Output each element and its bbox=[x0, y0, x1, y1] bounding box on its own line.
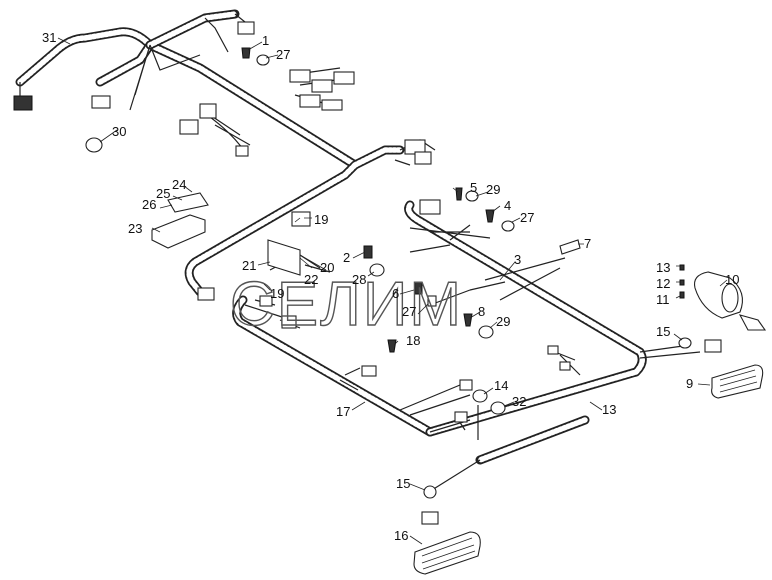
callout-27: 27 bbox=[520, 210, 534, 225]
callout-11: 11 bbox=[656, 292, 670, 307]
callout-29: 29 bbox=[486, 182, 500, 197]
sensor-7 bbox=[559, 239, 581, 255]
cap-27 bbox=[501, 220, 515, 232]
cap-29 bbox=[465, 190, 479, 202]
connector bbox=[235, 145, 249, 157]
callout-25: 25 bbox=[156, 186, 170, 201]
callout-21: 21 bbox=[242, 258, 256, 273]
callout-6: 6 bbox=[392, 286, 399, 301]
sensor-8 bbox=[463, 313, 473, 327]
horn-10 bbox=[693, 271, 767, 331]
bracket-23 bbox=[151, 214, 206, 249]
sensor-1 bbox=[241, 47, 251, 59]
lamp-9 bbox=[711, 364, 764, 399]
callouts: 1 2 3 4 5 6 7 8 9 10 11 12 13 13 14 15 1… bbox=[42, 30, 739, 543]
callout-19: 19 bbox=[270, 286, 284, 301]
connector bbox=[419, 199, 441, 215]
callout-30: 30 bbox=[112, 124, 126, 139]
connector bbox=[179, 119, 199, 135]
connector bbox=[91, 95, 111, 109]
bracket-plate bbox=[167, 192, 209, 213]
components bbox=[13, 21, 767, 575]
connector bbox=[237, 21, 255, 35]
callout-32: 32 bbox=[512, 394, 526, 409]
sensor-5 bbox=[455, 187, 463, 201]
callout-18: 18 bbox=[406, 333, 420, 348]
sensor-14 bbox=[472, 389, 488, 403]
grommet-15 bbox=[423, 485, 437, 499]
connector bbox=[199, 103, 217, 119]
callout-8: 8 bbox=[478, 304, 485, 319]
callout-27: 27 bbox=[276, 47, 290, 62]
connector bbox=[259, 295, 273, 307]
connector bbox=[281, 315, 297, 329]
bracket-21 bbox=[267, 239, 301, 276]
part-28 bbox=[369, 263, 385, 277]
callout-28: 28 bbox=[352, 272, 366, 287]
connector bbox=[454, 411, 468, 423]
connector-block bbox=[289, 69, 355, 111]
sensor-4 bbox=[485, 209, 495, 223]
callout-16: 16 bbox=[394, 528, 408, 543]
callout-15: 15 bbox=[656, 324, 670, 339]
callout-14: 14 bbox=[494, 378, 508, 393]
callout-31: 31 bbox=[42, 30, 56, 45]
part-27 bbox=[427, 295, 437, 307]
callout-2: 2 bbox=[343, 250, 350, 265]
callout-1: 1 bbox=[262, 33, 269, 48]
callout-5: 5 bbox=[470, 180, 477, 195]
cap-32 bbox=[490, 401, 506, 415]
callout-12: 12 bbox=[656, 276, 670, 291]
grommet-15 bbox=[678, 337, 692, 349]
connector bbox=[197, 287, 215, 301]
callout-26: 26 bbox=[142, 197, 156, 212]
connector-31 bbox=[13, 95, 33, 111]
callout-19: 19 bbox=[314, 212, 328, 227]
sensor-18 bbox=[387, 339, 397, 353]
callout-15: 15 bbox=[396, 476, 410, 491]
connector bbox=[459, 379, 473, 391]
connector bbox=[547, 345, 559, 355]
callout-29: 29 bbox=[496, 314, 510, 329]
watermark: СЕЛИМ bbox=[230, 270, 463, 339]
connector bbox=[421, 511, 439, 525]
connector bbox=[414, 151, 432, 165]
callout-23: 23 bbox=[128, 221, 142, 236]
callout-13: 13 bbox=[602, 402, 616, 417]
cap-27 bbox=[256, 54, 270, 66]
callout-7: 7 bbox=[584, 236, 591, 251]
cap-29 bbox=[478, 325, 494, 339]
callout-10: 10 bbox=[725, 272, 739, 287]
callout-4: 4 bbox=[504, 198, 511, 213]
callout-3: 3 bbox=[514, 252, 521, 267]
switch-6 bbox=[414, 281, 423, 295]
connector bbox=[704, 339, 722, 353]
lamp-16 bbox=[413, 531, 481, 575]
callout-9: 9 bbox=[686, 376, 693, 391]
callout-27: 27 bbox=[402, 304, 416, 319]
switch-2 bbox=[363, 245, 373, 259]
callout-20: 20 bbox=[320, 260, 334, 275]
fasteners-11-13 bbox=[679, 264, 685, 299]
connector-19 bbox=[291, 211, 311, 227]
connector bbox=[361, 365, 377, 377]
cap-30 bbox=[85, 137, 103, 153]
callout-13: 13 bbox=[656, 260, 670, 275]
callout-24: 24 bbox=[172, 177, 186, 192]
callout-17: 17 bbox=[336, 404, 350, 419]
callout-22: 22 bbox=[304, 272, 318, 287]
leader-lines bbox=[57, 37, 728, 545]
connector bbox=[559, 361, 571, 371]
